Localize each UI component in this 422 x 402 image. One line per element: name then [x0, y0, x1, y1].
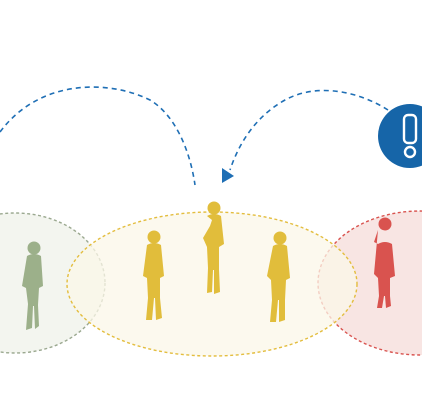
arrow-head [222, 168, 234, 183]
person-center-1 [143, 230, 164, 320]
exclamation-icon [378, 104, 422, 168]
person-left-green [22, 241, 43, 330]
person-right-red [374, 217, 395, 308]
arrow-right-loop [229, 89, 389, 171]
person-center-2 [203, 201, 224, 294]
group-ellipse-right [317, 210, 422, 356]
arrow-left-loop [0, 86, 196, 186]
person-center-3 [267, 231, 290, 322]
